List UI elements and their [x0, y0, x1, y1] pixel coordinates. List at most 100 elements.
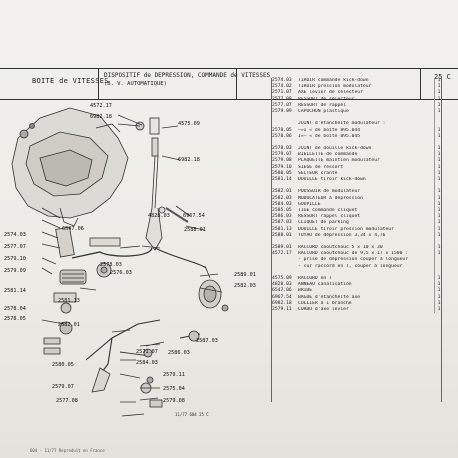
- part-row: [272, 183, 450, 190]
- page-header: BOITE de VITESSES DISPOSITIF de DEPRESSI…: [0, 68, 458, 100]
- callout-label: 2571.07: [136, 349, 158, 355]
- part-ref: 2577.07: [272, 102, 292, 108]
- part-ref: 2584.03: [272, 201, 292, 207]
- exploded-diagram: [11, 107, 229, 417]
- part-description: BAGUE d'étanchéité axe: [298, 294, 361, 300]
- part-qty: 1: [434, 177, 443, 184]
- part-qty: 1: [434, 207, 443, 215]
- part-row: 2578.03 JOINT de douille kick-down 1: [272, 146, 450, 153]
- part-description: GOUPILLE: [298, 201, 321, 207]
- part-qty: 1: [434, 226, 443, 233]
- part-qty: [434, 121, 443, 128]
- part-qty: 1: [434, 108, 443, 116]
- part-row: 2578.05 —»I « de boîte 895.044 1: [272, 127, 450, 134]
- part-description: BIELLETTE de commande: [298, 152, 358, 158]
- part-ref: 2578.05: [272, 127, 292, 133]
- part-qty: 1: [434, 232, 443, 239]
- header-divider: [420, 69, 421, 99]
- part-qty: 1: [434, 170, 443, 177]
- part-description: COLLIER à 1 branche: [298, 300, 352, 306]
- part-description: JOINT de douille kick-down: [298, 146, 372, 152]
- header-divider: [98, 69, 99, 99]
- page-code: 25 C: [434, 73, 451, 81]
- part-ref: 4575.09: [272, 276, 292, 281]
- callout-label: 2589.01: [234, 272, 256, 278]
- part-qty: 1: [434, 164, 443, 171]
- header-divider: [236, 69, 237, 99]
- part-description: —»I « de boîte 895.044: [298, 127, 361, 133]
- part-row: - sur raccord en T, couper à longueur: [272, 263, 450, 270]
- part-ref: 2574.03: [272, 78, 292, 83]
- callout-label: 4572.17: [90, 103, 112, 109]
- part-qty: [434, 115, 443, 122]
- part-ref: 4828.03: [272, 282, 292, 288]
- part-qty: [434, 257, 443, 264]
- part-qty: 1: [434, 282, 443, 289]
- part-qty: 1: [434, 152, 443, 159]
- part-row: 4828.03 ANNEAU canalisation 1: [272, 282, 450, 289]
- callout-label: 2581.13: [58, 298, 80, 304]
- callout-label: 2578.03: [100, 262, 122, 268]
- part-ref: 2579.07: [272, 152, 292, 158]
- part-ref: 2587.03: [272, 220, 292, 226]
- callout-label: 4828.03: [148, 213, 170, 219]
- part-description: TUYAU de dépression 3,34 x 4,76: [298, 232, 386, 238]
- part-ref: 2574.02: [272, 84, 292, 90]
- footer-reference: 11/77 604 25 C: [175, 412, 209, 417]
- part-row: 2579.07 BIELLETTE de commande 1: [272, 152, 450, 159]
- part-qty: 1: [434, 127, 443, 134]
- part-ref: 2588.01: [272, 232, 292, 238]
- part-qty: 1: [434, 251, 443, 258]
- part-ref: 2582.03: [272, 195, 292, 201]
- part-qty: 1: [434, 102, 443, 109]
- part-qty: 1: [434, 214, 443, 221]
- part-description: TIROIR commande kick-down: [298, 78, 369, 83]
- part-qty: 1: [434, 288, 443, 295]
- part-description: - prise de dépression couper à longueur: [298, 257, 409, 263]
- part-ref: 2579.11: [272, 306, 292, 312]
- callout-label: 2579.08: [163, 398, 185, 404]
- part-description: - sur raccord en T, couper à longueur: [298, 263, 403, 269]
- part-description: TIGE commande cliquet: [298, 207, 358, 213]
- header-subdescription: (B. V. AUTOMATIQUE): [104, 81, 167, 87]
- part-ref: 2581.14: [272, 177, 292, 182]
- parts-list: 2574.03 TIROIR commande kick-down 1 2574.0…: [272, 78, 450, 314]
- callout-label: 2586.03: [168, 350, 190, 356]
- part-qty: 1: [434, 146, 443, 153]
- part-qty: 1: [434, 90, 443, 97]
- part-description: SECTEUR cranté: [298, 170, 338, 176]
- part-ref: 2578.03: [272, 146, 292, 152]
- callout-label: 6982.18: [90, 114, 112, 120]
- part-qty: [434, 139, 443, 147]
- callout-label: 2574.03: [4, 232, 26, 238]
- part-description: ANNEAU canalisation: [298, 282, 352, 288]
- part-description: I«— « de boîte 895.045: [298, 133, 361, 139]
- part-row: [272, 139, 450, 147]
- part-ref: 2577.08: [272, 96, 292, 102]
- callout-label: 2581.14: [4, 288, 26, 294]
- part-ref: 2582.01: [272, 189, 292, 195]
- part-ref: 6982.18: [272, 300, 292, 306]
- part-qty: [434, 269, 443, 276]
- part-qty: 1: [434, 294, 443, 301]
- part-qty: 1: [434, 306, 443, 314]
- part-description: BRIDE: [298, 288, 313, 294]
- part-description: CLIQUET de parking: [298, 220, 349, 226]
- callout-label: 2578.04: [4, 306, 26, 312]
- callout-label: 2584.03: [136, 360, 158, 366]
- part-ref: 6547.06: [272, 288, 292, 294]
- part-description: POUSSOIR de modulateur: [298, 189, 361, 195]
